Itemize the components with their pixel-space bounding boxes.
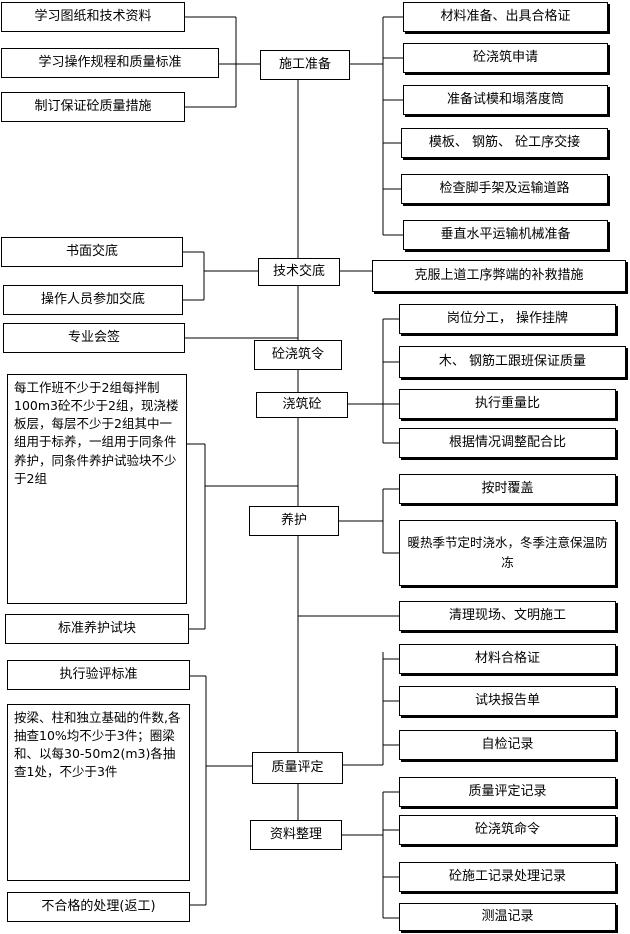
node-curing: 养护 — [249, 506, 339, 536]
node-study-drawings: 学习图纸和技术资料 — [1, 2, 185, 32]
node-slump-mold: 准备试模和塌落度筒 — [403, 85, 608, 115]
node-prep: 施工准备 — [260, 50, 350, 80]
node-professional-sign: 专业会签 — [3, 323, 185, 353]
node-study-rules: 学习操作规程和质量标准 — [1, 48, 219, 78]
node-materials-cert: 材料准备、出具合格证 — [403, 2, 608, 32]
node-cover: 按时覆盖 — [399, 474, 616, 504]
node-adjust-mix: 根据情况调整配合比 — [399, 428, 616, 458]
node-handover: 模板、 钢筋、 砼工序交接 — [401, 128, 608, 158]
node-quality-record: 质量评定记录 — [399, 777, 616, 807]
node-self-check: 自检记录 — [399, 730, 616, 760]
node-weighing: 执行重量比 — [399, 389, 616, 419]
node-quality: 质量评定 — [252, 752, 343, 784]
node-operators-join: 操作人员参加交底 — [3, 285, 183, 315]
node-temperature-record: 测温记录 — [399, 903, 616, 931]
node-quality-measures: 制订保证砼质量措施 — [1, 92, 185, 122]
node-written-briefing: 书面交底 — [1, 237, 183, 267]
node-watering: 暖热季节定时浇水，冬季注意保温防冻 — [399, 520, 616, 586]
node-briefing: 技术交底 — [258, 258, 340, 286]
node-inspection-standard: 执行验评标准 — [7, 660, 190, 690]
node-remedial: 克服上道工序弊端的补救措施 — [372, 260, 626, 292]
node-sampling-rule: 按梁、柱和独立基础的件数,各抽查10%均不少于3件；圈梁和、以每30-50m2(… — [7, 704, 190, 881]
node-pour-order-record: 砼浇筑命令 — [399, 815, 616, 845]
node-test-report: 试块报告单 — [399, 686, 616, 716]
node-material-cert2: 材料合格证 — [399, 644, 616, 674]
node-posts: 岗位分工， 操作挂牌 — [399, 304, 616, 334]
node-pour-apply: 砼浇筑申请 — [403, 43, 608, 73]
node-pour: 浇筑砼 — [256, 392, 348, 418]
node-crew-quality: 木、 钢筋工跟班保证质量 — [399, 346, 626, 378]
node-nonconforming: 不合格的处理(返工) — [7, 892, 190, 922]
node-scaffold: 检查脚手架及运输道路 — [401, 174, 608, 204]
node-std-cure-specimen: 标准养护试块 — [5, 614, 189, 644]
node-machinery: 垂直水平运输机械准备 — [403, 220, 608, 250]
node-construction-record: 砼施工记录处理记录 — [399, 862, 616, 892]
node-specimen-rule: 每工作班不少于2组每拌制100m3砼不少于2组，现浇楼板层，每层不少于2组其中一… — [7, 374, 187, 604]
node-cleanup: 清理现场、文明施工 — [399, 601, 616, 631]
node-records: 资料整理 — [250, 820, 342, 850]
node-pour-order: 砼浇筑令 — [254, 340, 342, 370]
